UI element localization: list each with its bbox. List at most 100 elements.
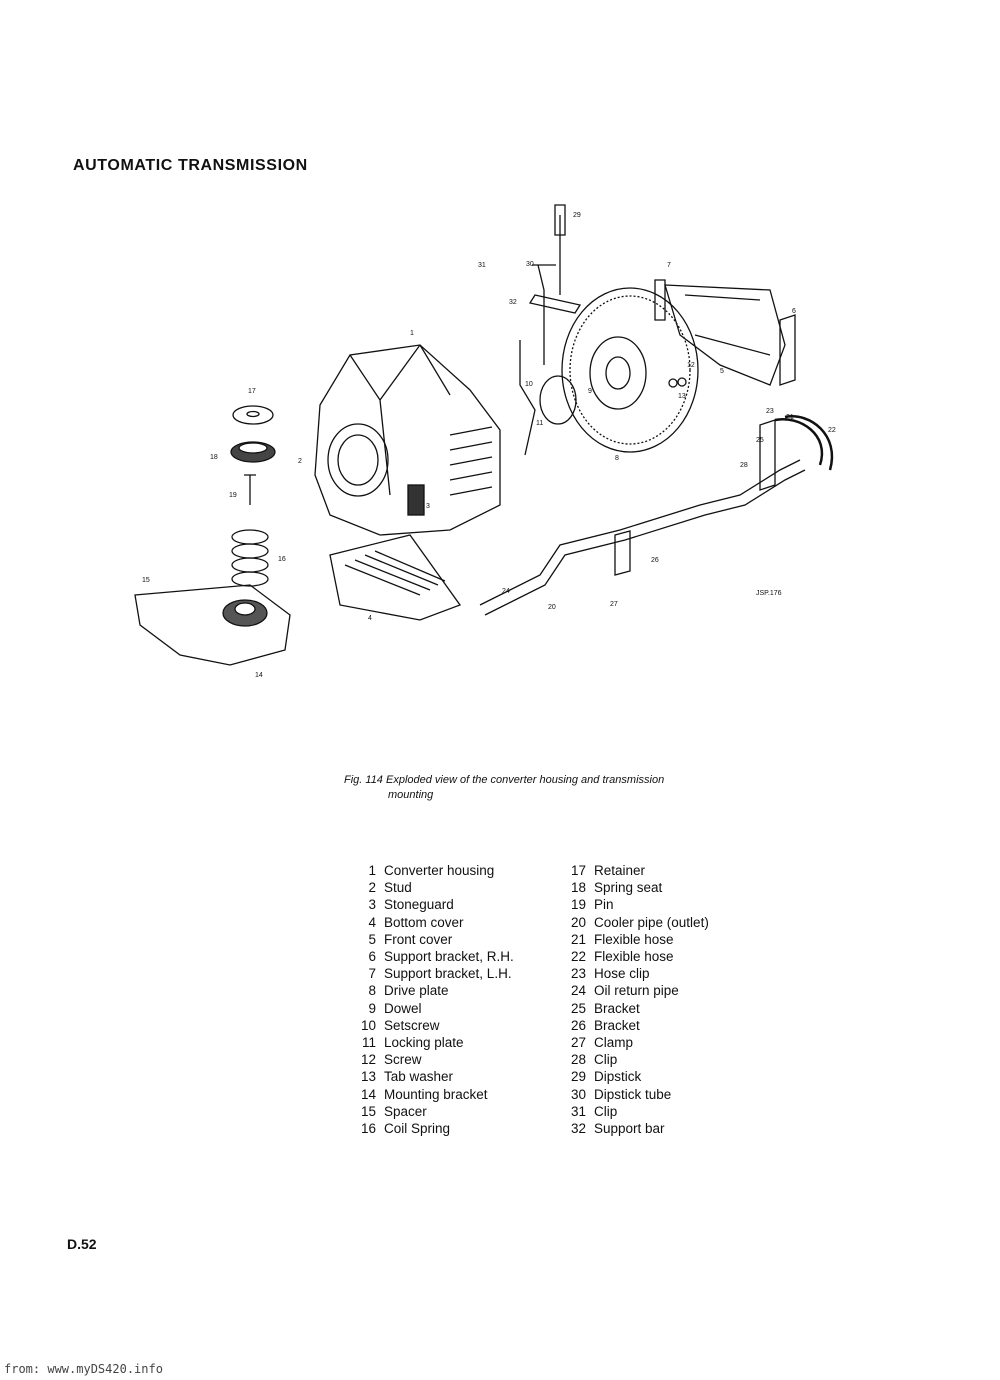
legend-label: Clip xyxy=(594,1103,618,1119)
legend-label: Drive plate xyxy=(384,983,449,999)
legend-number: 3 xyxy=(368,897,376,913)
legend-number: 7 xyxy=(368,966,376,982)
mounting-bracket-part xyxy=(134,584,291,666)
exploded-view-figure: 1 2 3 4 5 6 7 8 9 10 11 12 13 14 15 16 1… xyxy=(120,195,860,695)
legend-item: 22 Flexible hose xyxy=(560,948,709,965)
legend-item: 11 Locking plate xyxy=(350,1034,514,1051)
callout-18: 18 xyxy=(210,454,218,461)
figure-caption: Fig. 114 Exploded view of the converter … xyxy=(344,773,664,803)
legend-number: 28 xyxy=(570,1052,586,1068)
callout-14: 14 xyxy=(255,672,263,679)
legend-label: Stoneguard xyxy=(384,897,454,913)
legend-number: 2 xyxy=(368,880,376,896)
legend-label: Cooler pipe (outlet) xyxy=(594,914,709,930)
legend-number: 10 xyxy=(360,1017,376,1033)
legend-item: 3 Stoneguard xyxy=(350,896,514,913)
legend-label: Retainer xyxy=(594,863,646,878)
legend-number: 6 xyxy=(368,949,376,965)
legend-number: 24 xyxy=(570,983,586,999)
legend-label: Dipstick xyxy=(594,1069,642,1085)
legend-number: 8 xyxy=(368,983,376,999)
legend-number: 23 xyxy=(570,966,586,982)
callout-23: 23 xyxy=(766,408,774,415)
legend-label: Front cover xyxy=(384,931,453,947)
legend-label: Flexible hose xyxy=(594,949,674,965)
legend-item: 26 Bracket xyxy=(560,1017,709,1034)
callout-27: 27 xyxy=(610,601,618,608)
legend-number: 4 xyxy=(368,914,376,930)
legend-number: 11 xyxy=(361,1035,376,1051)
legend-label: Support bracket, R.H. xyxy=(384,949,514,965)
legend-number: 18 xyxy=(570,880,586,896)
page-heading: AUTOMATIC TRANSMISSION xyxy=(73,157,308,174)
legend-label: Tab washer xyxy=(384,1069,454,1085)
callout-10: 10 xyxy=(525,381,533,388)
legend-label: Hose clip xyxy=(594,966,650,982)
legend-label: Bottom cover xyxy=(384,914,464,930)
callout-29: 29 xyxy=(573,212,581,219)
legend-number: 20 xyxy=(570,914,586,930)
converter-housing-part xyxy=(314,344,501,536)
legend-item: 20 Cooler pipe (outlet) xyxy=(560,914,709,931)
callout-20: 20 xyxy=(548,604,556,611)
legend-label: Clip xyxy=(594,1052,618,1068)
legend-number: 29 xyxy=(570,1069,586,1085)
callout-21: 21 xyxy=(786,414,794,421)
callout-8: 8 xyxy=(615,455,619,462)
legend-label: Locking plate xyxy=(384,1035,464,1051)
callout-15: 15 xyxy=(142,577,150,584)
legend-number: 19 xyxy=(570,897,586,913)
callout-17: 17 xyxy=(248,388,256,395)
callout-5: 5 xyxy=(720,368,724,375)
source-footer: from: www.myDS420.info xyxy=(4,1362,163,1376)
legend-item: 24 Oil return pipe xyxy=(560,982,709,999)
callout-6: 6 xyxy=(792,308,796,315)
page-number: D.52 xyxy=(67,1236,97,1252)
callout-9: 9 xyxy=(588,388,592,395)
legend-number: 12 xyxy=(360,1052,376,1068)
legend-number: 1 xyxy=(368,863,376,878)
callout-1: 1 xyxy=(410,330,414,337)
legend-number: 31 xyxy=(570,1103,586,1119)
legend-number: 22 xyxy=(570,949,586,965)
callout-4: 4 xyxy=(368,615,372,622)
callout-26: 26 xyxy=(651,557,659,564)
legend-item: 25 Bracket xyxy=(560,1000,709,1017)
legend-label: Oil return pipe xyxy=(594,983,679,999)
legend-number: 26 xyxy=(570,1017,586,1033)
legend-label: Converter housing xyxy=(384,863,495,878)
bottom-cover-part xyxy=(329,534,462,621)
legend-item: 23 Hose clip xyxy=(560,965,709,982)
legend-label: Coil Spring xyxy=(384,1121,451,1137)
callout-25: 25 xyxy=(756,437,764,444)
caption-line-1: Fig. 114 Exploded view of the converter … xyxy=(344,774,665,786)
legend-label: Bracket xyxy=(594,1000,640,1016)
legend-item: 4 Bottom cover xyxy=(350,914,514,931)
callout-3: 3 xyxy=(426,503,430,510)
callout-2: 2 xyxy=(298,458,302,465)
callout-22: 22 xyxy=(828,427,836,434)
callout-30: 30 xyxy=(526,261,534,268)
legend-item: 16 Coil Spring xyxy=(350,1120,514,1137)
callout-28: 28 xyxy=(740,462,748,469)
legend-number: 21 xyxy=(570,931,586,947)
legend-number: 16 xyxy=(360,1121,376,1137)
legend-number: 25 xyxy=(570,1000,586,1016)
legend-number: 32 xyxy=(570,1121,586,1137)
legend-label: Bracket xyxy=(594,1017,640,1033)
callout-16: 16 xyxy=(278,556,286,563)
